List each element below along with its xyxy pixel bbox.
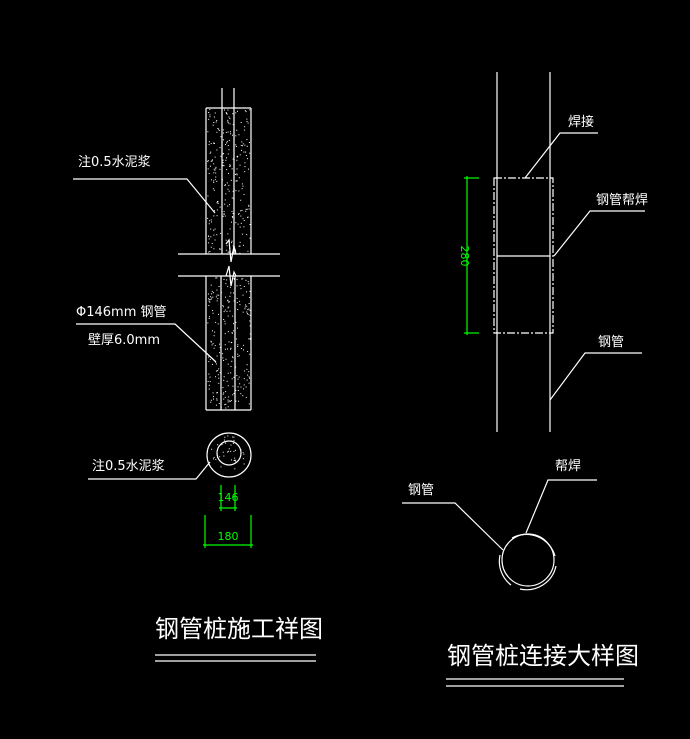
pile-section-inner bbox=[216, 440, 242, 466]
section-pipe-label: 钢管 bbox=[408, 483, 434, 498]
dimension-280: 280 bbox=[458, 176, 479, 335]
grout-stipple bbox=[207, 109, 251, 409]
section-weld-label: 帮焊 bbox=[555, 458, 581, 474]
section-stipple bbox=[211, 435, 245, 470]
wall-thickness-label: 壁厚6.0mm bbox=[88, 333, 160, 348]
weld-arc bbox=[498, 533, 557, 591]
leader-line bbox=[549, 352, 642, 401]
dimension-180: 180 bbox=[203, 515, 253, 548]
leader-line bbox=[524, 132, 598, 179]
svg-text:146: 146 bbox=[218, 491, 239, 504]
left-title: 钢管桩施工祥图 bbox=[155, 615, 323, 643]
grout-label-top: 注0.5水泥浆 bbox=[78, 155, 151, 170]
leader-line bbox=[525, 479, 597, 534]
weld-label: 焊接 bbox=[568, 114, 594, 130]
leader-line bbox=[402, 502, 504, 551]
sleeve bbox=[493, 177, 554, 334]
svg-text:280: 280 bbox=[458, 246, 471, 267]
svg-text:180: 180 bbox=[218, 530, 239, 543]
grout-label-section: 注0.5水泥浆 bbox=[92, 459, 165, 474]
pipe-label-right: 钢管 bbox=[598, 335, 624, 350]
sleeve-weld-label: 钢管帮焊 bbox=[596, 192, 648, 208]
dimension-146: 146 bbox=[218, 485, 239, 511]
leader-line bbox=[553, 210, 645, 257]
leader-line bbox=[76, 323, 217, 363]
leader-line bbox=[73, 178, 216, 214]
pile-elevation bbox=[178, 88, 280, 411]
right-title: 钢管桩连接大样图 bbox=[447, 642, 639, 670]
leader-line bbox=[88, 461, 211, 480]
pile-section-outer bbox=[206, 432, 252, 478]
pipe-label: Φ146mm 钢管 bbox=[76, 305, 167, 320]
